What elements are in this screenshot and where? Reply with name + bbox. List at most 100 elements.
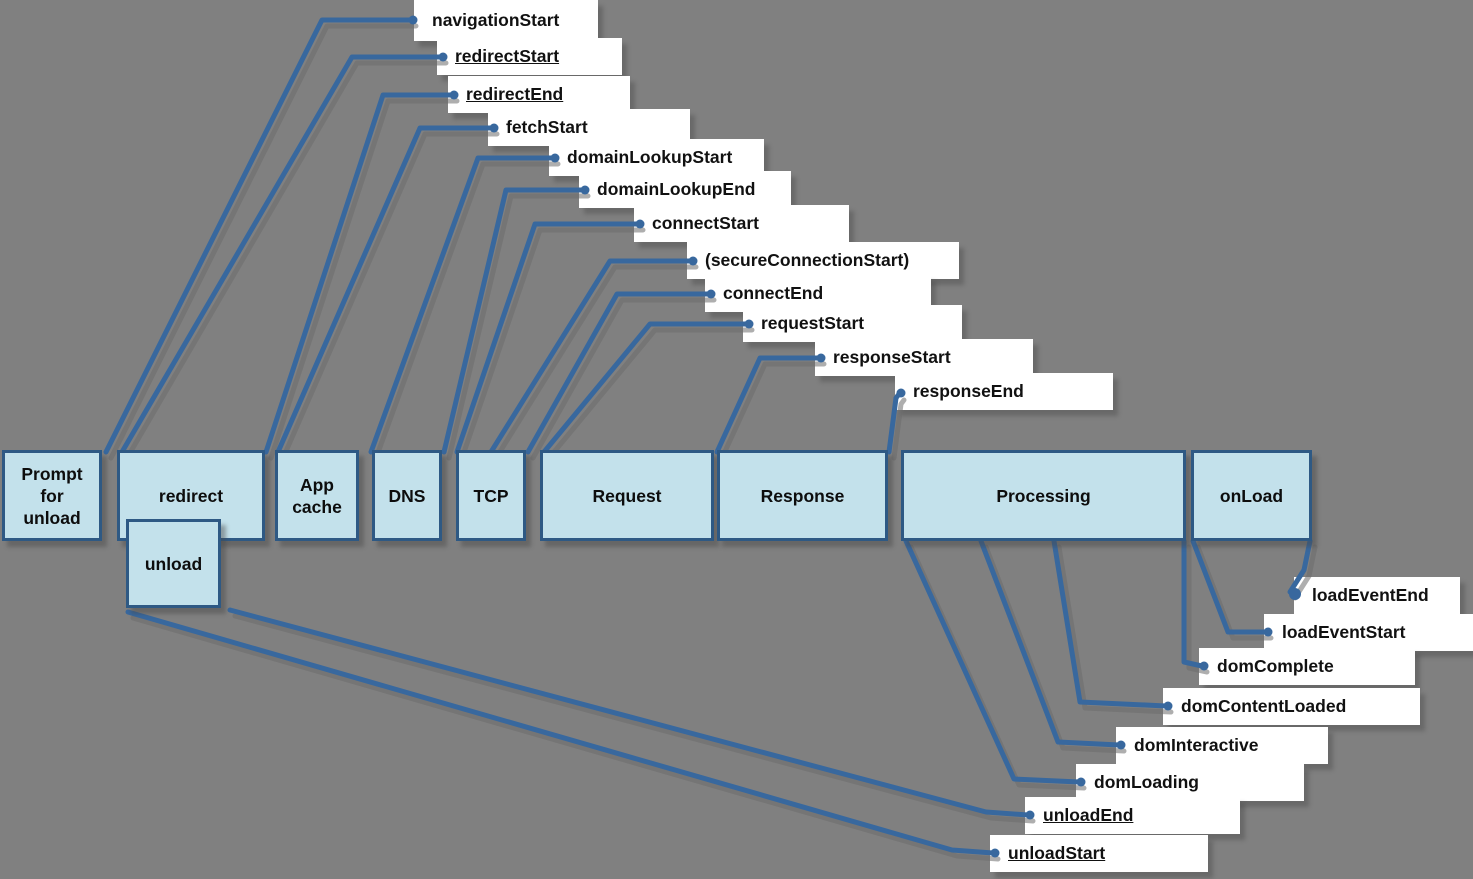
event-label-redirectEnd: redirectEnd — [448, 76, 630, 113]
connector-domainLookupStart — [368, 153, 561, 461]
connector-shadow — [546, 327, 755, 461]
connector-line — [525, 291, 712, 455]
connector-redirectStart — [119, 52, 449, 461]
connector-connectEnd — [525, 289, 717, 461]
connector-domContentLoaded — [1051, 538, 1174, 715]
event-text: (secureConnectionStart) — [705, 250, 910, 270]
phase-text: onLoad — [1219, 485, 1284, 506]
phase-text: Request — [592, 485, 662, 506]
phase-box-app-cache: App cache — [275, 450, 359, 541]
event-label-responseStart: responseStart — [815, 339, 1033, 376]
connector-navigationStart — [103, 15, 419, 461]
connector-shadow — [908, 544, 1087, 791]
phase-box-prompt-for-unload: Prompt for unload — [2, 450, 102, 541]
phase-box-dns: DNS — [372, 450, 442, 541]
event-label-secureConnectionStart: (secureConnectionStart) — [687, 242, 959, 279]
connector-line — [488, 258, 694, 455]
event-label-domInteractive: domInteractive — [1116, 727, 1328, 764]
event-text: navigationStart — [432, 10, 560, 30]
connector-secureConnectionStart — [488, 256, 699, 461]
event-label-requestStart: requestStart — [743, 305, 962, 342]
connector-line — [978, 538, 1122, 748]
connector-line — [1190, 538, 1269, 635]
connector-shadow — [446, 193, 591, 461]
event-text: responseEnd — [913, 381, 1024, 401]
connector-shadow — [124, 60, 449, 461]
event-label-navigationStart: navigationStart — [414, 0, 598, 41]
phase-text: redirect — [158, 485, 224, 506]
phase-box-onload: onLoad — [1191, 450, 1312, 541]
connector-line — [441, 187, 586, 455]
connector-line — [103, 17, 414, 455]
event-text: domInteractive — [1134, 735, 1259, 755]
event-text: domainLookupStart — [567, 147, 733, 167]
connector-fetchStart — [275, 123, 500, 461]
phase-text: App cache — [292, 474, 342, 517]
event-text: unloadStart — [1008, 843, 1106, 863]
event-text: domainLookupEnd — [597, 179, 756, 199]
connector-loadEventStart — [1190, 538, 1274, 641]
connector-shadow — [493, 264, 699, 461]
phase-text: DNS — [388, 485, 426, 506]
connector-line — [903, 538, 1082, 785]
connector-shadow — [268, 98, 460, 461]
phase-box-unload: unload — [126, 519, 221, 608]
connector-line — [541, 321, 750, 455]
connector-line — [275, 125, 495, 455]
connector-line — [1051, 538, 1169, 709]
phase-text: unload — [144, 553, 203, 574]
event-text: loadEventStart — [1282, 622, 1406, 642]
connector-shadow — [108, 23, 419, 461]
connector-shadow — [719, 361, 827, 461]
connector-responseStart — [714, 353, 827, 461]
phase-box-tcp: TCP — [456, 450, 526, 541]
event-label-responseEnd: responseEnd — [895, 373, 1113, 410]
event-text: fetchStart — [506, 117, 588, 137]
connector-unloadStart — [125, 609, 1001, 862]
connector-line — [227, 607, 1031, 818]
phase-box-response: Response — [717, 450, 888, 541]
event-text: redirectStart — [455, 46, 560, 66]
connector-shadow — [1195, 544, 1274, 641]
event-text: domLoading — [1094, 772, 1199, 792]
event-text: domComplete — [1217, 656, 1334, 676]
connector-unloadEnd — [227, 607, 1036, 824]
event-label-domContentLoaded: domContentLoaded — [1163, 688, 1420, 725]
connector-shadow — [983, 544, 1127, 754]
connector-shadow — [130, 615, 1001, 862]
connector-redirectEnd — [263, 90, 460, 461]
connector-shadow — [232, 613, 1036, 824]
event-label-connectStart: connectStart — [634, 205, 849, 242]
connector-line — [714, 355, 822, 455]
event-text: connectEnd — [723, 283, 824, 303]
phase-text: Processing — [996, 485, 1091, 506]
connector-shadow — [373, 161, 561, 461]
connector-line — [119, 54, 444, 455]
connector-domInteractive — [978, 538, 1127, 754]
connector-domainLookupEnd — [441, 185, 591, 461]
connector-line — [125, 609, 996, 856]
event-label-domComplete: domComplete — [1199, 648, 1415, 685]
event-label-redirectStart: redirectStart — [437, 38, 622, 75]
phase-text: Response — [760, 485, 845, 506]
event-text: responseStart — [833, 347, 951, 367]
event-label-unloadStart: unloadStart — [990, 835, 1208, 872]
connector-line — [368, 155, 556, 455]
phase-text: Prompt for unload — [21, 463, 83, 528]
phase-box-processing: Processing — [901, 450, 1186, 541]
connector-shadow — [1056, 544, 1174, 715]
phase-text: TCP — [473, 485, 509, 506]
event-text: requestStart — [761, 313, 865, 333]
event-text: connectStart — [652, 213, 759, 233]
event-text: unloadEnd — [1043, 805, 1134, 825]
event-label-loadEventEnd: loadEventEnd — [1294, 577, 1460, 614]
connector-shadow — [280, 131, 500, 461]
connector-shadow — [530, 297, 717, 461]
event-text: domContentLoaded — [1181, 696, 1347, 716]
connector-line — [263, 92, 455, 455]
connector-connectStart — [454, 219, 646, 461]
event-text: loadEventEnd — [1312, 585, 1429, 605]
event-label-loadEventStart: loadEventStart — [1264, 614, 1473, 651]
event-label-domainLookupEnd: domainLookupEnd — [579, 171, 791, 208]
